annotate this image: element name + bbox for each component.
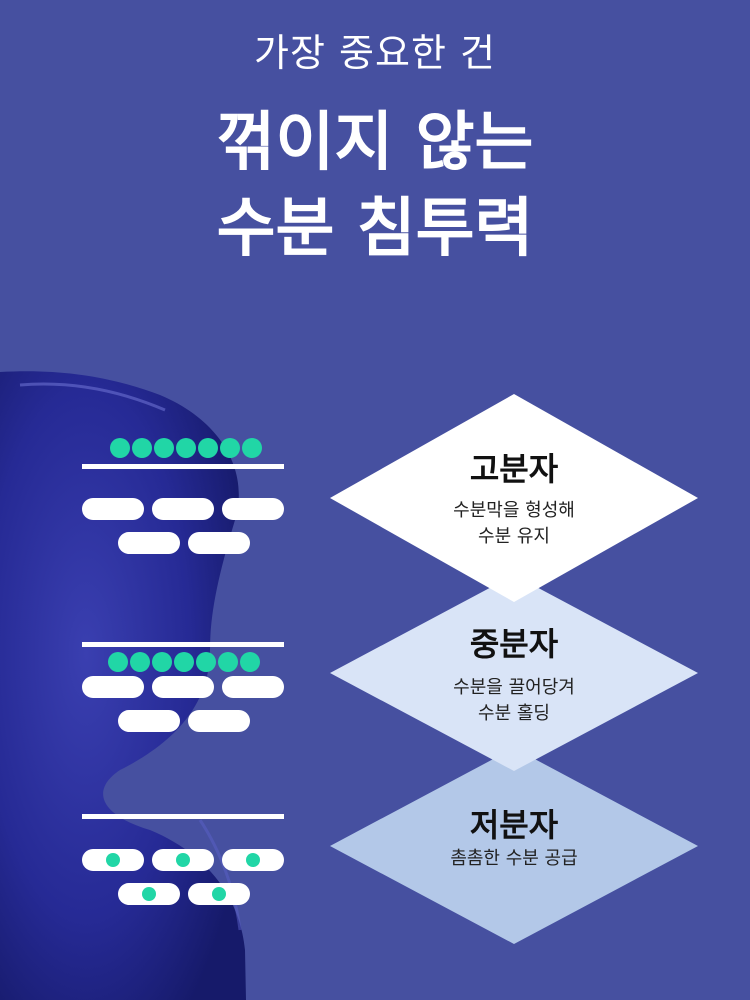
skin-cell <box>222 849 284 871</box>
skin-barrier-line <box>82 814 284 819</box>
molecule-dot <box>142 887 156 901</box>
card-description-line-1: 촘촘한 수분 공급 <box>450 848 578 869</box>
diamond-shape <box>330 748 698 944</box>
high-molecule-card: 고분자 수분막을 형성해 수분 유지 <box>330 394 698 602</box>
section-subtitle: 가장 중요한 건 <box>254 31 496 75</box>
molecule-dot <box>212 887 226 901</box>
skin-cell <box>82 849 144 871</box>
skin-cell <box>188 883 250 905</box>
skin-cell <box>82 676 144 698</box>
headline-line-1: 꺾이지 않는 <box>216 106 534 180</box>
skin-barrier-line <box>82 464 284 469</box>
molecule-dot <box>240 652 260 672</box>
molecule-dot <box>132 438 152 458</box>
skin-cell <box>222 676 284 698</box>
card-description: 촘촘한 수분 공급 <box>330 846 698 872</box>
molecule-dot <box>196 652 216 672</box>
card-description-line-1: 수분막을 형성해 <box>453 500 575 521</box>
skin-cell <box>118 710 180 732</box>
skin-cell <box>118 883 180 905</box>
low-molecule-diagram <box>82 812 288 912</box>
high-molecule-diagram <box>82 436 288 556</box>
molecule-dot <box>110 438 130 458</box>
molecule-dot <box>220 438 240 458</box>
skin-cell <box>188 532 250 554</box>
card-description: 수분을 끌어당겨 수분 홀딩 <box>330 675 698 727</box>
molecule-dot <box>246 853 260 867</box>
card-description-line-1: 수분을 끌어당겨 <box>453 677 575 698</box>
card-description: 수분막을 형성해 수분 유지 <box>330 498 698 550</box>
molecule-dot <box>176 438 196 458</box>
card-title: 중분자 <box>469 625 559 663</box>
molecule-dot <box>130 652 150 672</box>
skin-cell <box>152 676 214 698</box>
molecule-dot <box>108 652 128 672</box>
molecule-dot <box>198 438 218 458</box>
molecule-dot <box>154 438 174 458</box>
card-description-line-2: 수분 유지 <box>478 526 550 547</box>
card-description-line-2: 수분 홀딩 <box>478 703 550 724</box>
skin-cell <box>152 849 214 871</box>
headline-line-2: 수분 침투력 <box>216 192 534 266</box>
skin-cell <box>82 498 144 520</box>
skin-cell <box>118 532 180 554</box>
card-title: 저분자 <box>469 806 559 844</box>
molecule-dot <box>106 853 120 867</box>
diamond-shape <box>330 575 698 771</box>
headline: 꺾이지 않는 수분 침투력 <box>0 100 750 272</box>
skin-barrier-line <box>82 642 284 647</box>
diamond-shape <box>330 394 698 602</box>
medium-molecule-diagram <box>82 640 288 740</box>
molecule-dot <box>218 652 238 672</box>
card-title: 고분자 <box>469 450 559 488</box>
low-molecule-card: 저분자 촘촘한 수분 공급 <box>330 748 698 944</box>
molecule-dot <box>242 438 262 458</box>
molecule-dot <box>176 853 190 867</box>
molecule-dot <box>152 652 172 672</box>
skin-cell <box>188 710 250 732</box>
skin-cell <box>222 498 284 520</box>
molecule-dot <box>174 652 194 672</box>
medium-molecule-card: 중분자 수분을 끌어당겨 수분 홀딩 <box>330 575 698 771</box>
skin-cell <box>152 498 214 520</box>
